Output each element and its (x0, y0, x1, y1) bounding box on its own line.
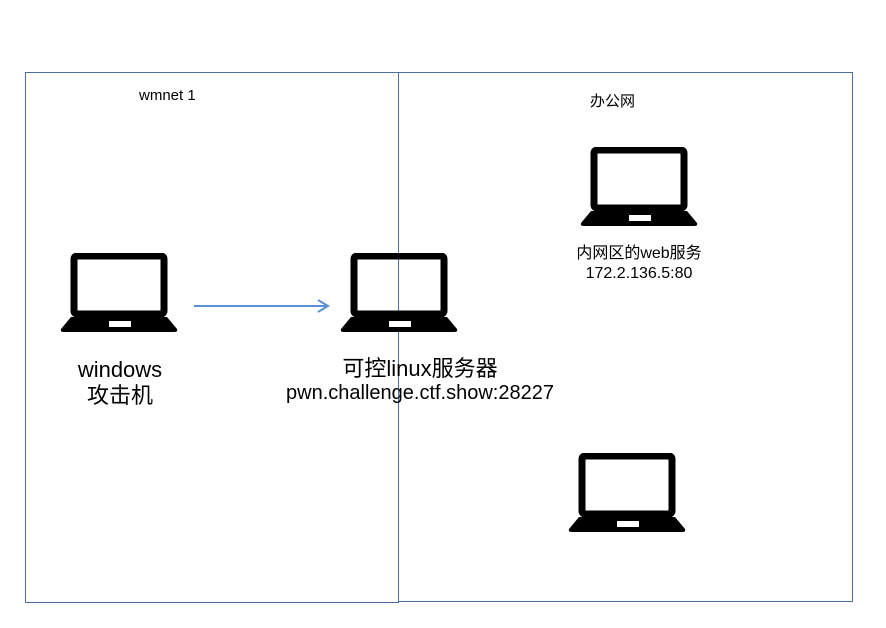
attacker-role: 攻击机 (86, 383, 153, 408)
zone-label-office: 办公网 (590, 93, 636, 110)
web-service-name: 内网区的web服务 (576, 245, 702, 262)
web-service-address: 172.2.136.5:80 (585, 265, 693, 282)
web-service-laptop-icon (579, 147, 699, 229)
zone-label-wmnet: wmnet 1 (139, 87, 196, 104)
office-host-laptop-icon (567, 453, 687, 535)
web-service-node-label: 内网区的web服务 172.2.136.5:80 (549, 244, 729, 284)
network-zone-office (398, 72, 853, 602)
connection-arrow (194, 299, 330, 313)
network-zone-wmnet (25, 72, 399, 603)
attacker-laptop-icon (59, 253, 179, 335)
server-node-label: 可控linux服务器 pwn.challenge.ctf.show:28227 (270, 356, 570, 404)
server-name: 可控linux服务器 (342, 356, 498, 381)
attacker-name: windows (77, 357, 163, 382)
server-laptop-icon (339, 253, 459, 335)
server-address: pwn.challenge.ctf.show:28227 (286, 382, 554, 404)
attacker-node-label: windows 攻击机 (60, 357, 180, 409)
